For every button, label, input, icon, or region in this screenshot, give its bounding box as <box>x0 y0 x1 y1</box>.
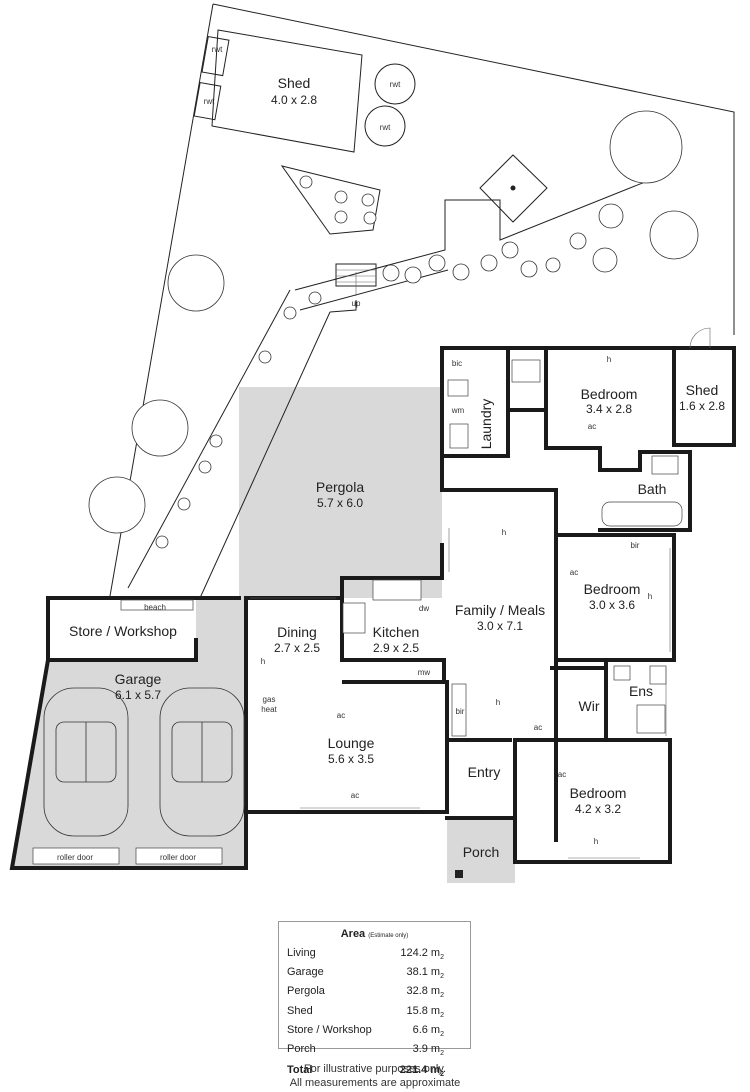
ac-label-5: ac <box>351 791 359 800</box>
roller-door-label-2: roller door <box>160 853 196 862</box>
room-dims-lounge: 5.6 x 3.5 <box>328 752 374 766</box>
room-name-wir: Wir <box>579 698 600 714</box>
area-row: Shed 15.8 m2 <box>287 1004 462 1023</box>
rwt-label-1: rwt <box>212 45 223 54</box>
area-row-label: Shed <box>287 1004 313 1017</box>
disclaimer: For illustrative purposes only. All meas… <box>240 1062 510 1090</box>
room-dims-dining: 2.7 x 2.5 <box>274 641 320 655</box>
ac-label-2: ac <box>570 568 578 577</box>
dw-label: dw <box>419 604 429 613</box>
room-name-laundry: Laundry <box>478 399 494 450</box>
room-name-lounge: Lounge <box>328 735 375 751</box>
area-row-label: Store / Workshop <box>287 1023 372 1036</box>
room-dims-family: 3.0 x 7.1 <box>477 619 523 633</box>
heater-label-1: h <box>607 355 611 364</box>
area-row-label: Pergola <box>287 985 325 998</box>
room-name-store: Store / Workshop <box>69 623 177 639</box>
fixtures <box>32 359 683 878</box>
room-labels: Shed 4.0 x 2.8 Shed 1.6 x 2.8 Pergola 5.… <box>69 75 725 860</box>
room-dims-pergola: 5.7 x 6.0 <box>317 496 363 510</box>
room-name-side-shed: Shed <box>686 382 719 398</box>
area-total-label: Total <box>287 1064 313 1077</box>
area-row: Store / Workshop 6.6 m2 <box>287 1023 462 1042</box>
garage-area <box>12 598 246 868</box>
garden <box>88 110 699 599</box>
room-dims-yard-shed: 4.0 x 2.8 <box>271 93 317 107</box>
steps-up-label: up <box>352 299 361 308</box>
area-total-value: 221.4 m2 <box>399 1064 444 1079</box>
area-rows: Living 124.2 m2 Garage 38.1 m2 Pergola 32.8 m… <box>287 946 462 1061</box>
room-dims-bedroom-3: 4.2 x 3.2 <box>575 802 621 816</box>
fixture-labels: rwt rwt rwt rwt up bic wm h ac bir h ac … <box>57 45 652 862</box>
rwt-label-2: rwt <box>204 97 215 106</box>
area-row-label: Garage <box>287 966 324 979</box>
area-row-value: 38.1 m2 <box>406 966 444 981</box>
room-name-yard-shed: Shed <box>278 75 311 91</box>
room-name-dining: Dining <box>277 624 317 640</box>
area-total-row: Total 221.4 m2 <box>287 1063 462 1082</box>
area-row-value: 6.6 m2 <box>412 1023 444 1038</box>
room-name-entry: Entry <box>468 764 501 780</box>
room-name-bedroom-1: Bedroom <box>581 386 638 402</box>
heater-label-2: h <box>502 528 506 537</box>
room-name-bedroom-2: Bedroom <box>584 581 641 597</box>
ac-label-1: ac <box>588 422 596 431</box>
heater-label-4: h <box>261 657 265 666</box>
room-dims-side-shed: 1.6 x 2.8 <box>679 399 725 413</box>
disclaimer-line-1: For illustrative purposes only. <box>303 1063 447 1075</box>
room-dims-kitchen: 2.9 x 2.5 <box>373 641 419 655</box>
room-name-bedroom-3: Bedroom <box>570 785 627 801</box>
room-name-porch: Porch <box>463 844 500 860</box>
area-note: (Estimate only) <box>368 933 409 939</box>
bir-label-2: bir <box>456 707 465 716</box>
wm-label: wm <box>451 406 465 415</box>
room-name-family: Family / Meals <box>455 602 545 618</box>
beach-label: beach <box>144 603 166 612</box>
area-row: Garage 38.1 m2 <box>287 965 462 984</box>
room-dims-bedroom-2: 3.0 x 3.6 <box>589 598 635 612</box>
roller-door-label-1: roller door <box>57 853 93 862</box>
area-row-value: 124.2 m2 <box>400 947 444 962</box>
gas-heat-label-2: heat <box>261 705 277 714</box>
area-row-label: Living <box>287 947 316 959</box>
room-name-kitchen: Kitchen <box>373 624 420 640</box>
heater-label-5: h <box>496 698 500 707</box>
rwt-label-4: rwt <box>380 123 391 132</box>
area-row-value: 15.8 m2 <box>406 1004 444 1019</box>
ac-label-6: ac <box>558 770 566 779</box>
area-row-label: Porch <box>287 1042 316 1055</box>
room-name-garage: Garage <box>115 671 162 687</box>
area-row: Porch 3.9 m2 <box>287 1042 462 1061</box>
yard-shed <box>193 29 416 153</box>
heater-label-6: h <box>594 837 598 846</box>
side-shed <box>672 327 736 447</box>
room-name-ens: Ens <box>629 683 653 699</box>
garage-cars <box>43 687 245 837</box>
disclaimer-line-2: All measurements are approximate <box>289 1077 461 1089</box>
area-title: Area (Estimate only) <box>340 928 409 940</box>
area-row-value: 32.8 m2 <box>406 985 444 1000</box>
ac-label-3: ac <box>337 711 345 720</box>
bir-label-1: bir <box>631 541 640 550</box>
area-row: Pergola 32.8 m2 <box>287 984 462 1003</box>
room-name-pergola: Pergola <box>316 479 364 495</box>
area-row: Living 124.2 m2 <box>287 946 462 965</box>
room-dims-garage: 6.1 x 5.7 <box>115 688 161 702</box>
area-row-value: 3.9 m2 <box>412 1042 444 1058</box>
pergola-area <box>239 387 442 598</box>
mw-label: mw <box>418 668 431 677</box>
area-table: Area (Estimate only) Living 124.2 m2 Garag… <box>278 921 471 1078</box>
bic-label: bic <box>452 359 462 368</box>
room-dims-bedroom-1: 3.4 x 2.8 <box>586 402 632 416</box>
gas-heat-label-1: gas <box>263 695 276 704</box>
rwt-label-3: rwt <box>390 80 401 89</box>
room-name-bath: Bath <box>638 481 667 497</box>
ac-label-4: ac <box>534 723 542 732</box>
heater-label-3: h <box>648 592 652 601</box>
